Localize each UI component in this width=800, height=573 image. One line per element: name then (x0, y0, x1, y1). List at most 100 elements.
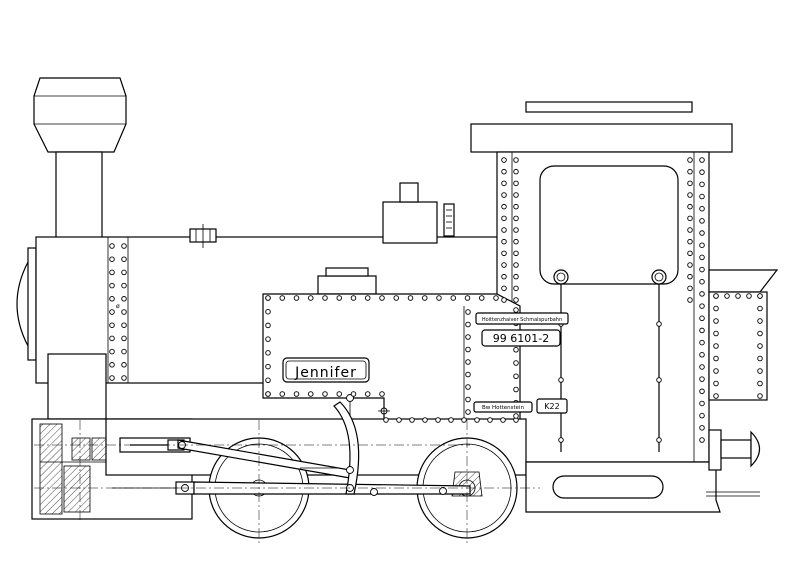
rivet (121, 269, 127, 276)
rivet (265, 391, 271, 397)
safety-valve (443, 203, 455, 237)
rivet (121, 362, 127, 368)
rivet (513, 180, 519, 187)
rivet (501, 250, 507, 257)
rivet (699, 364, 705, 370)
rivet (265, 350, 271, 356)
rivet (687, 273, 693, 280)
rivet (465, 321, 471, 328)
rivet (558, 377, 564, 383)
rivet (699, 437, 705, 443)
name-plate: Jennifer (282, 357, 370, 383)
rivet (687, 238, 693, 245)
rivet (656, 321, 662, 327)
rivet (699, 352, 705, 358)
rivet (465, 371, 471, 378)
depot-plate: Bw Hottenstein (473, 401, 533, 413)
rivet (699, 218, 705, 224)
rivet (465, 384, 471, 390)
rivet (713, 393, 719, 399)
rivet (365, 295, 371, 301)
rivet (757, 293, 763, 299)
rivet (109, 243, 115, 249)
rivet (383, 417, 389, 423)
rivet (713, 330, 719, 337)
rivet (687, 250, 693, 257)
rivet (501, 203, 507, 210)
rivet (109, 348, 115, 355)
rivet (436, 295, 442, 301)
rivet (501, 273, 507, 280)
rivet (450, 295, 457, 301)
rivet (479, 295, 485, 301)
rivet (121, 282, 127, 289)
rivet (513, 307, 519, 313)
rivet (513, 215, 519, 222)
rivet (558, 437, 564, 443)
rivet (265, 308, 271, 315)
number-plate-text: 99 6101-2 (493, 332, 549, 345)
rivet (435, 417, 441, 423)
rivet (293, 391, 300, 397)
rivet (713, 293, 719, 299)
rivet (350, 295, 357, 301)
rivet (699, 303, 705, 309)
rivet (687, 227, 693, 233)
rivet (493, 295, 499, 301)
rivet (500, 417, 506, 423)
steam-dome (382, 182, 438, 244)
rivet (121, 309, 127, 315)
rivet (757, 305, 763, 312)
rivet (656, 437, 662, 443)
rivet (265, 377, 271, 384)
rivet (687, 157, 693, 163)
rivet (699, 291, 705, 297)
rivet (365, 391, 371, 397)
rivet-rows (109, 157, 763, 443)
rivet (501, 285, 507, 292)
rivet (513, 250, 519, 257)
rivet (699, 278, 705, 285)
rivet (407, 295, 414, 301)
rivet (699, 242, 705, 248)
rivet (687, 285, 693, 292)
class-plate: K22 (536, 398, 568, 414)
rivet (713, 355, 719, 362)
rivet (121, 322, 127, 328)
rivet (687, 168, 693, 175)
cab (470, 101, 733, 463)
rivet (409, 417, 415, 423)
rivet (687, 215, 693, 222)
rivet (757, 343, 763, 349)
rivet (699, 254, 705, 261)
rivet (513, 157, 519, 163)
centre-lines (34, 420, 540, 545)
rivet (757, 380, 763, 387)
rivet (265, 322, 271, 329)
rivet (109, 269, 115, 276)
rivet (121, 256, 127, 262)
rivet (687, 262, 693, 268)
rivet (109, 256, 115, 262)
rivet (465, 396, 471, 403)
rivet (687, 203, 693, 210)
rivet (513, 262, 519, 268)
rivet (279, 295, 286, 301)
rivet (308, 295, 314, 301)
rivet (513, 227, 519, 233)
rivet (109, 362, 115, 368)
rivet (393, 295, 400, 301)
rivet (757, 355, 763, 362)
rivet (265, 363, 271, 370)
rivet (513, 347, 519, 353)
rivet (699, 400, 705, 407)
rivet (109, 335, 115, 342)
rivet (513, 386, 519, 393)
rivet (656, 377, 662, 383)
rivet (322, 295, 328, 301)
rivet (501, 227, 507, 233)
rivet (396, 417, 402, 423)
rivet (422, 417, 428, 423)
rivet (699, 169, 705, 175)
